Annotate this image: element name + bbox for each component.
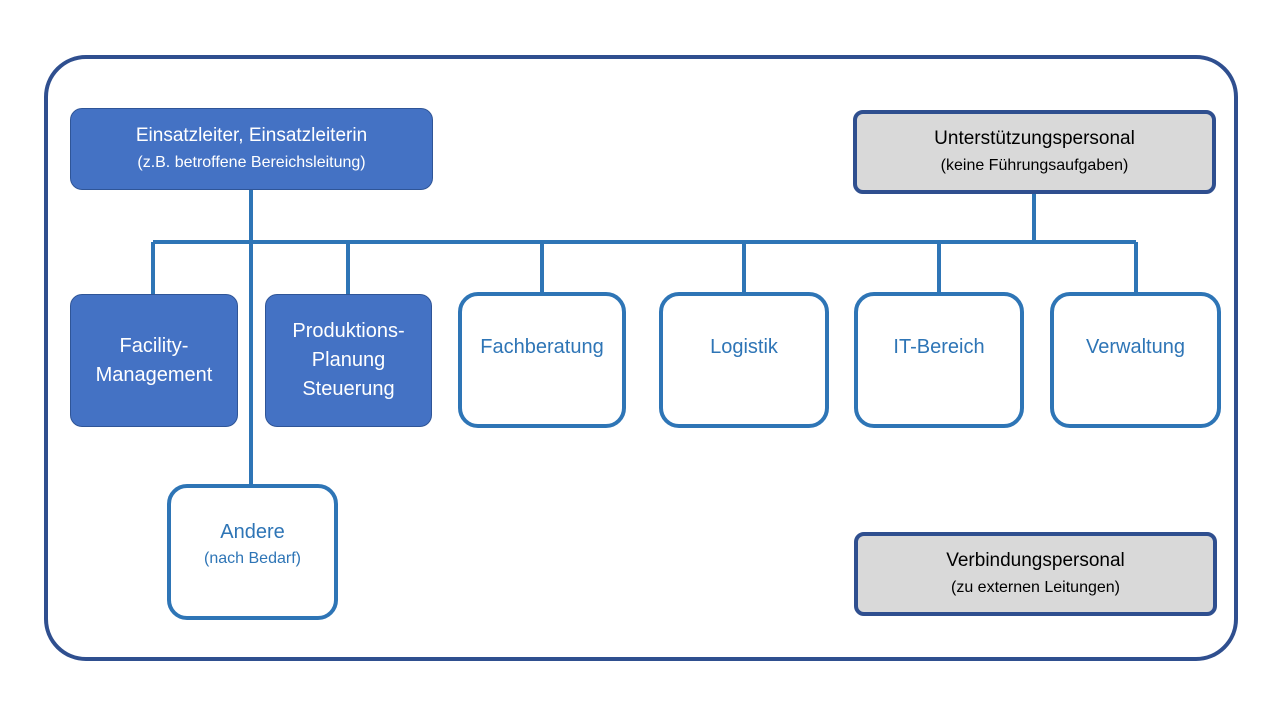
other-title: Andere [220,520,285,543]
fachberatung-box: Fachberatung [458,292,626,428]
production-line-1: Produktions- [292,320,405,342]
production-line-2: Planung [311,349,386,371]
logistik-box: Logistik [659,292,829,428]
leader-box: Einsatzleiter, Einsatzleiterin (z.B. bet… [70,108,433,190]
other-subtitle: (nach Bedarf) [204,549,301,567]
facility-line-2: Management [95,363,213,386]
verwaltung-box: Verwaltung [1050,292,1221,428]
liaison-subtitle: (zu externen Leitungen) [951,578,1120,596]
support-subtitle: (keine Führungsaufgaben) [940,156,1129,174]
logistik-label: Logistik [710,335,778,358]
diagram-frame [44,55,1238,661]
production-planning-box: Produktions- Planung Steuerung [265,294,432,427]
leader-subtitle: (z.B. betroffene Bereichsleitung) [137,153,366,171]
support-title: Unterstützungspersonal [934,128,1135,150]
verwaltung-label: Verwaltung [1086,335,1185,358]
liaison-title: Verbindungspersonal [946,550,1125,572]
production-line-3: Steuerung [302,378,395,400]
liaison-staff-box: Verbindungspersonal (zu externen Leitung… [854,532,1217,616]
facility-management-box: Facility- Management [70,294,238,427]
support-staff-box: Unterstützungspersonal (keine Führungsau… [853,110,1216,194]
it-bereich-label: IT-Bereich [893,335,985,358]
fachberatung-label: Fachberatung [480,335,604,358]
it-bereich-box: IT-Bereich [854,292,1024,428]
leader-title: Einsatzleiter, Einsatzleiterin [135,125,368,147]
facility-line-1: Facility- [119,334,189,357]
other-box: Andere (nach Bedarf) [167,484,338,620]
